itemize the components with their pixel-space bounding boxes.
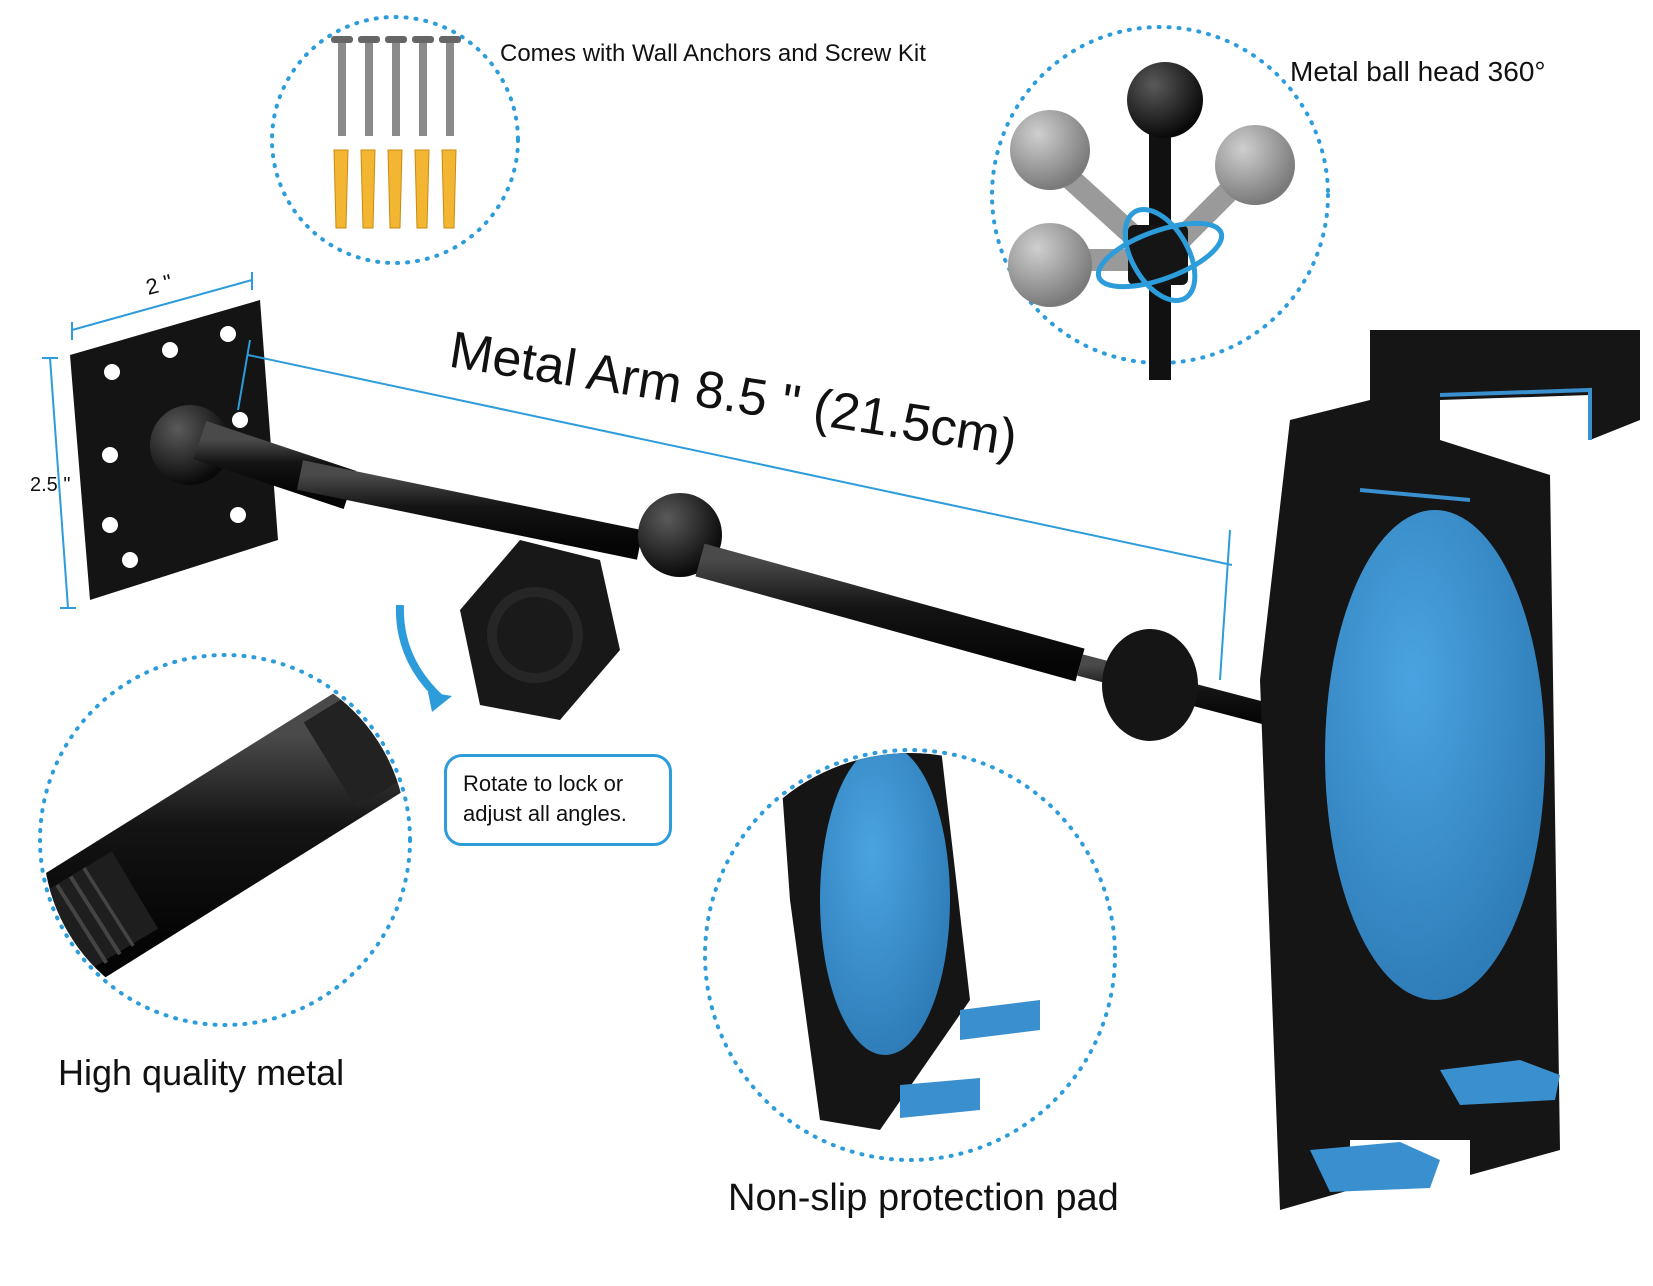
plate-height-label: 2.5 "	[30, 474, 71, 496]
rotate-tip-bubble: Rotate to lock or adjust all angles.	[444, 754, 672, 846]
pad-closeup-inset	[703, 748, 1117, 1162]
locking-knob	[460, 540, 620, 720]
metal-closeup-inset	[38, 653, 412, 1027]
metal-arm	[193, 421, 1293, 741]
dimension-lines	[42, 272, 1233, 681]
ball-head-inset	[990, 25, 1330, 380]
rotate-tip-line1: Rotate to lock or	[463, 771, 624, 796]
pad-label: Non-slip protection pad	[728, 1177, 1119, 1219]
screw-kit-inset	[270, 15, 520, 265]
ball-head-label: Metal ball head 360°	[1290, 56, 1546, 87]
spin-arrows-icon	[1095, 206, 1225, 304]
anchor-icon	[333, 149, 457, 229]
tablet-holder	[1260, 330, 1640, 1210]
rotate-arrow-icon	[395, 604, 445, 703]
rotate-tip-line2: adjust all angles.	[463, 801, 627, 826]
metal-quality-label: High quality metal	[58, 1052, 345, 1093]
screw-kit-label: Comes with Wall Anchors and Screw Kit	[500, 40, 926, 67]
screw-icon	[331, 36, 461, 136]
wall-plate	[70, 300, 278, 600]
